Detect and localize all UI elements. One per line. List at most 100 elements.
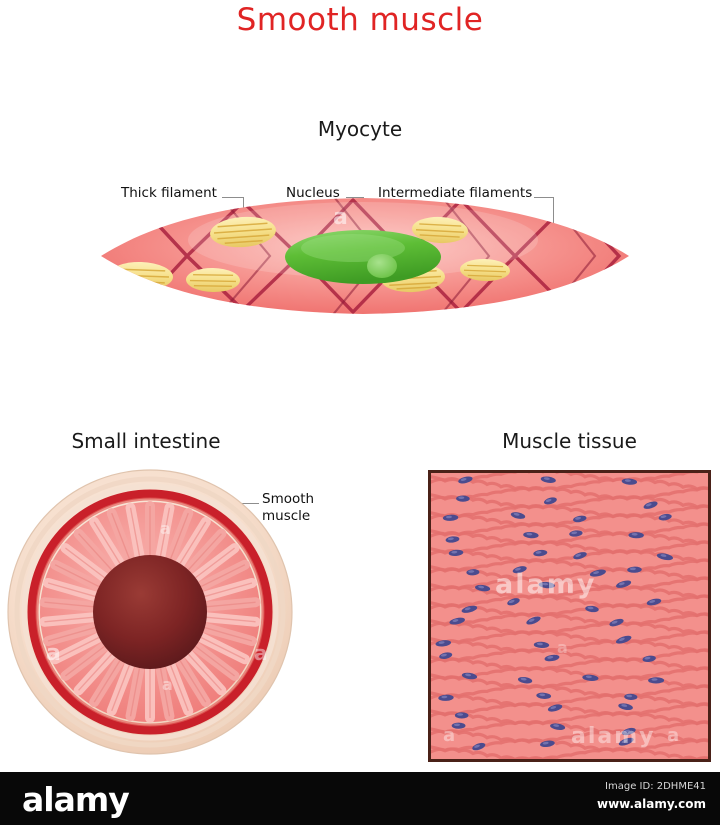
muscle-cell-nucleus	[643, 501, 658, 509]
muscle-fiber	[431, 576, 708, 591]
muscle-fiber	[431, 729, 708, 744]
muscle-fiber	[431, 747, 708, 759]
muscle-fiber	[431, 495, 708, 510]
muscle-cell-nucleus	[458, 476, 473, 484]
muscle-cell-nucleus	[573, 552, 587, 560]
label-thick-filament: Thick filament	[121, 185, 217, 201]
leader-intermediate-h	[534, 197, 554, 198]
muscle-cell-nucleus	[438, 694, 454, 701]
muscle-cell-nucleus	[451, 722, 466, 729]
smooth-muscle-callout-line1: Smooth	[262, 491, 315, 507]
muscle-cell-nucleus	[646, 598, 662, 606]
muscle-fiber	[431, 531, 708, 546]
muscle-cell-nucleus	[448, 549, 464, 557]
label-smooth-muscle-line2: muscle	[262, 509, 310, 524]
muscle-fiber	[431, 648, 708, 663]
muscle-cell-nucleus	[523, 531, 539, 539]
muscle-cell-nucleus	[517, 676, 533, 684]
label-intermediate-filaments: Intermediate filaments	[378, 185, 533, 201]
muscle-cell-nucleus	[642, 655, 656, 663]
watermark-letter: a	[46, 641, 61, 666]
muscle-fiber	[431, 693, 708, 708]
muscle-cell-nucleus	[466, 569, 480, 576]
muscle-fiber	[431, 567, 708, 582]
muscle-cell-nucleus	[512, 566, 527, 574]
muscle-cell-nucleus	[510, 512, 526, 519]
muscle-cell-nucleus	[550, 723, 566, 730]
muscle-fiber	[431, 702, 708, 717]
muscle-cell-nucleus	[536, 692, 552, 699]
label-smooth-muscle-line1: Smooth	[262, 492, 314, 507]
muscle-cell-nucleus	[615, 635, 632, 644]
muscle-tissue-section-title: Muscle tissue	[502, 429, 637, 453]
muscle-cell-nucleus	[618, 737, 634, 746]
muscle-cell-nucleus	[618, 703, 633, 711]
muscle-cell-nucleus	[627, 566, 642, 573]
villi-ring	[39, 501, 261, 723]
muscle-fiber	[431, 684, 708, 699]
muscle-fiber	[431, 630, 708, 645]
small-intestine-illustration: a a a a	[2, 462, 302, 762]
muscle-fiber	[431, 603, 708, 618]
muscle-cell-nucleus	[543, 497, 557, 505]
muscle-cell-nucleus	[658, 513, 672, 521]
muscle-fiber	[431, 594, 708, 609]
muscle-cell-nucleus	[439, 652, 453, 660]
muscle-cell-nucleus	[461, 605, 478, 613]
muscle-cell-nucleus	[456, 495, 470, 502]
muscle-cell-nucleus	[573, 515, 587, 523]
nucleolus	[367, 254, 397, 278]
muscle-cell-nucleus	[569, 530, 583, 537]
muscle-fiber	[431, 612, 708, 627]
muscle-cell-nucleus	[540, 476, 556, 483]
muscle-fiber	[431, 621, 708, 636]
leader-nucleus-h	[346, 197, 364, 198]
muscle-cell-nucleus	[621, 727, 636, 736]
muscle-cell-nucleus	[442, 514, 459, 521]
muscle-fiber	[431, 473, 699, 483]
muscle-fiber	[431, 711, 708, 726]
watermark-letter: a	[537, 321, 552, 346]
muscle-cell-nucleus	[609, 618, 624, 627]
smooth-muscle-callout-line2: muscle	[262, 508, 311, 524]
muscle-cell-nucleus	[461, 672, 478, 680]
muscle-cell-nucleus	[582, 674, 599, 681]
muscle-cell-nucleus	[533, 549, 548, 557]
alamy-logo: alamy	[22, 780, 130, 819]
page-title: Smooth muscle	[236, 2, 484, 38]
muscle-cell-nucleus	[454, 712, 469, 719]
muscle-cell-nucleus	[589, 569, 606, 577]
muscle-cell-nucleus	[628, 532, 644, 539]
muscle-fiber	[431, 522, 708, 537]
small-intestine-section-title: Small intestine	[71, 429, 221, 453]
muscle-cell-nucleus	[533, 641, 550, 649]
muscle-fiber	[431, 504, 708, 519]
muscle-cell-nucleus	[526, 616, 541, 625]
muscle-fiber	[431, 486, 708, 501]
muscle-cell-nucleus	[472, 742, 486, 751]
myocyte-illustration: a a a	[95, 160, 635, 355]
muscle-fiber	[431, 540, 708, 555]
muscle-tissue-illustration: alamy alamy a a a	[428, 470, 711, 762]
muscle-fiber	[431, 666, 708, 681]
muscle-tissue-svg: alamy alamy a a a	[431, 473, 708, 759]
watermark-letter: a	[162, 675, 173, 694]
muscle-fiber	[431, 675, 708, 690]
label-nucleus: Nucleus	[286, 185, 340, 201]
watermark-letter: a	[160, 519, 171, 538]
muscle-fiber	[431, 720, 708, 735]
footer-url[interactable]: www.alamy.com	[596, 797, 706, 811]
muscle-fiber	[431, 639, 708, 654]
muscle-fiber	[431, 657, 708, 672]
smooth-muscle-ring	[27, 489, 273, 735]
watermark-letter: a	[363, 324, 378, 349]
watermark-letter: a	[667, 725, 679, 746]
footer-image-id: Image ID: 2DHME41	[605, 781, 706, 792]
muscle-cell-nucleus	[585, 605, 599, 613]
muscle-cell-nucleus	[656, 553, 673, 561]
muscle-fiber	[431, 477, 708, 492]
muscle-cell-nucleus	[445, 536, 460, 543]
watermark-alamy: alamy	[571, 724, 656, 749]
muscle-cell-nucleus	[435, 640, 452, 647]
